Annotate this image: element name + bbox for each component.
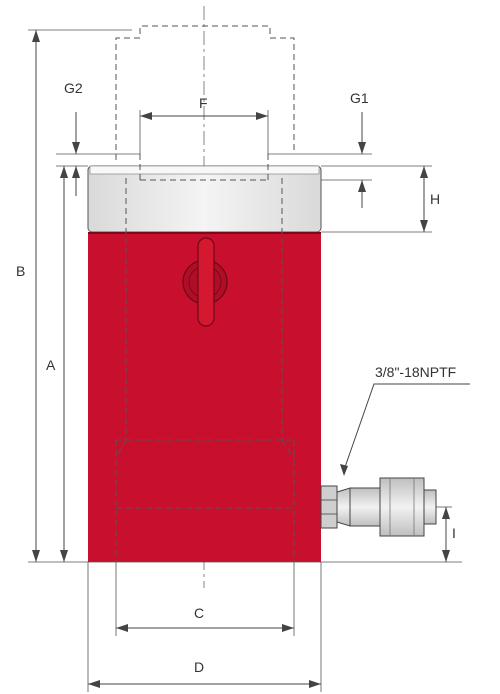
dimension-b-label: B (16, 263, 25, 279)
extended-plunger-outline (115, 25, 295, 160)
port-size-label: 3/8"-18NPTF (375, 364, 456, 380)
piston-chamfer (115, 439, 295, 459)
dimension-g2-label: G2 (64, 80, 83, 96)
a-arrow-bottom (60, 550, 68, 562)
i-arrow-top (442, 507, 450, 519)
dimension-d-label: D (194, 659, 204, 675)
d-arrow-left (88, 680, 100, 688)
c-arrow-right (282, 624, 294, 632)
h-arrow-bottom (420, 220, 428, 232)
a-arrow-top (60, 166, 68, 178)
g2-arrow-down (72, 142, 80, 154)
b-arrow-top (32, 30, 40, 42)
c-arrow-left (116, 624, 128, 632)
port-leader-line (343, 383, 470, 471)
carry-handle (197, 237, 215, 327)
dimension-h-label: H (430, 191, 440, 207)
g1-arrow-down (358, 142, 366, 154)
g1-arrow-up (358, 180, 366, 192)
hydraulic-coupler (320, 477, 437, 537)
collar-top-edge (89, 165, 320, 175)
port-leader-arrow (340, 464, 348, 476)
i-arrow-bottom (442, 550, 450, 562)
dimension-g1-label: G1 (350, 90, 369, 106)
h-arrow-top (420, 166, 428, 178)
g2-arrow-up (72, 166, 80, 178)
d-arrow-right (309, 680, 321, 688)
dimension-f-label: F (199, 95, 208, 111)
f-arrow-left (140, 112, 152, 120)
dimension-c-label: C (194, 605, 204, 621)
f-arrow-right (256, 112, 268, 120)
dimension-a-label: A (46, 357, 56, 373)
b-arrow-bottom (32, 550, 40, 562)
plunger-collar (87, 165, 322, 233)
dimension-i-label: I (452, 525, 456, 541)
